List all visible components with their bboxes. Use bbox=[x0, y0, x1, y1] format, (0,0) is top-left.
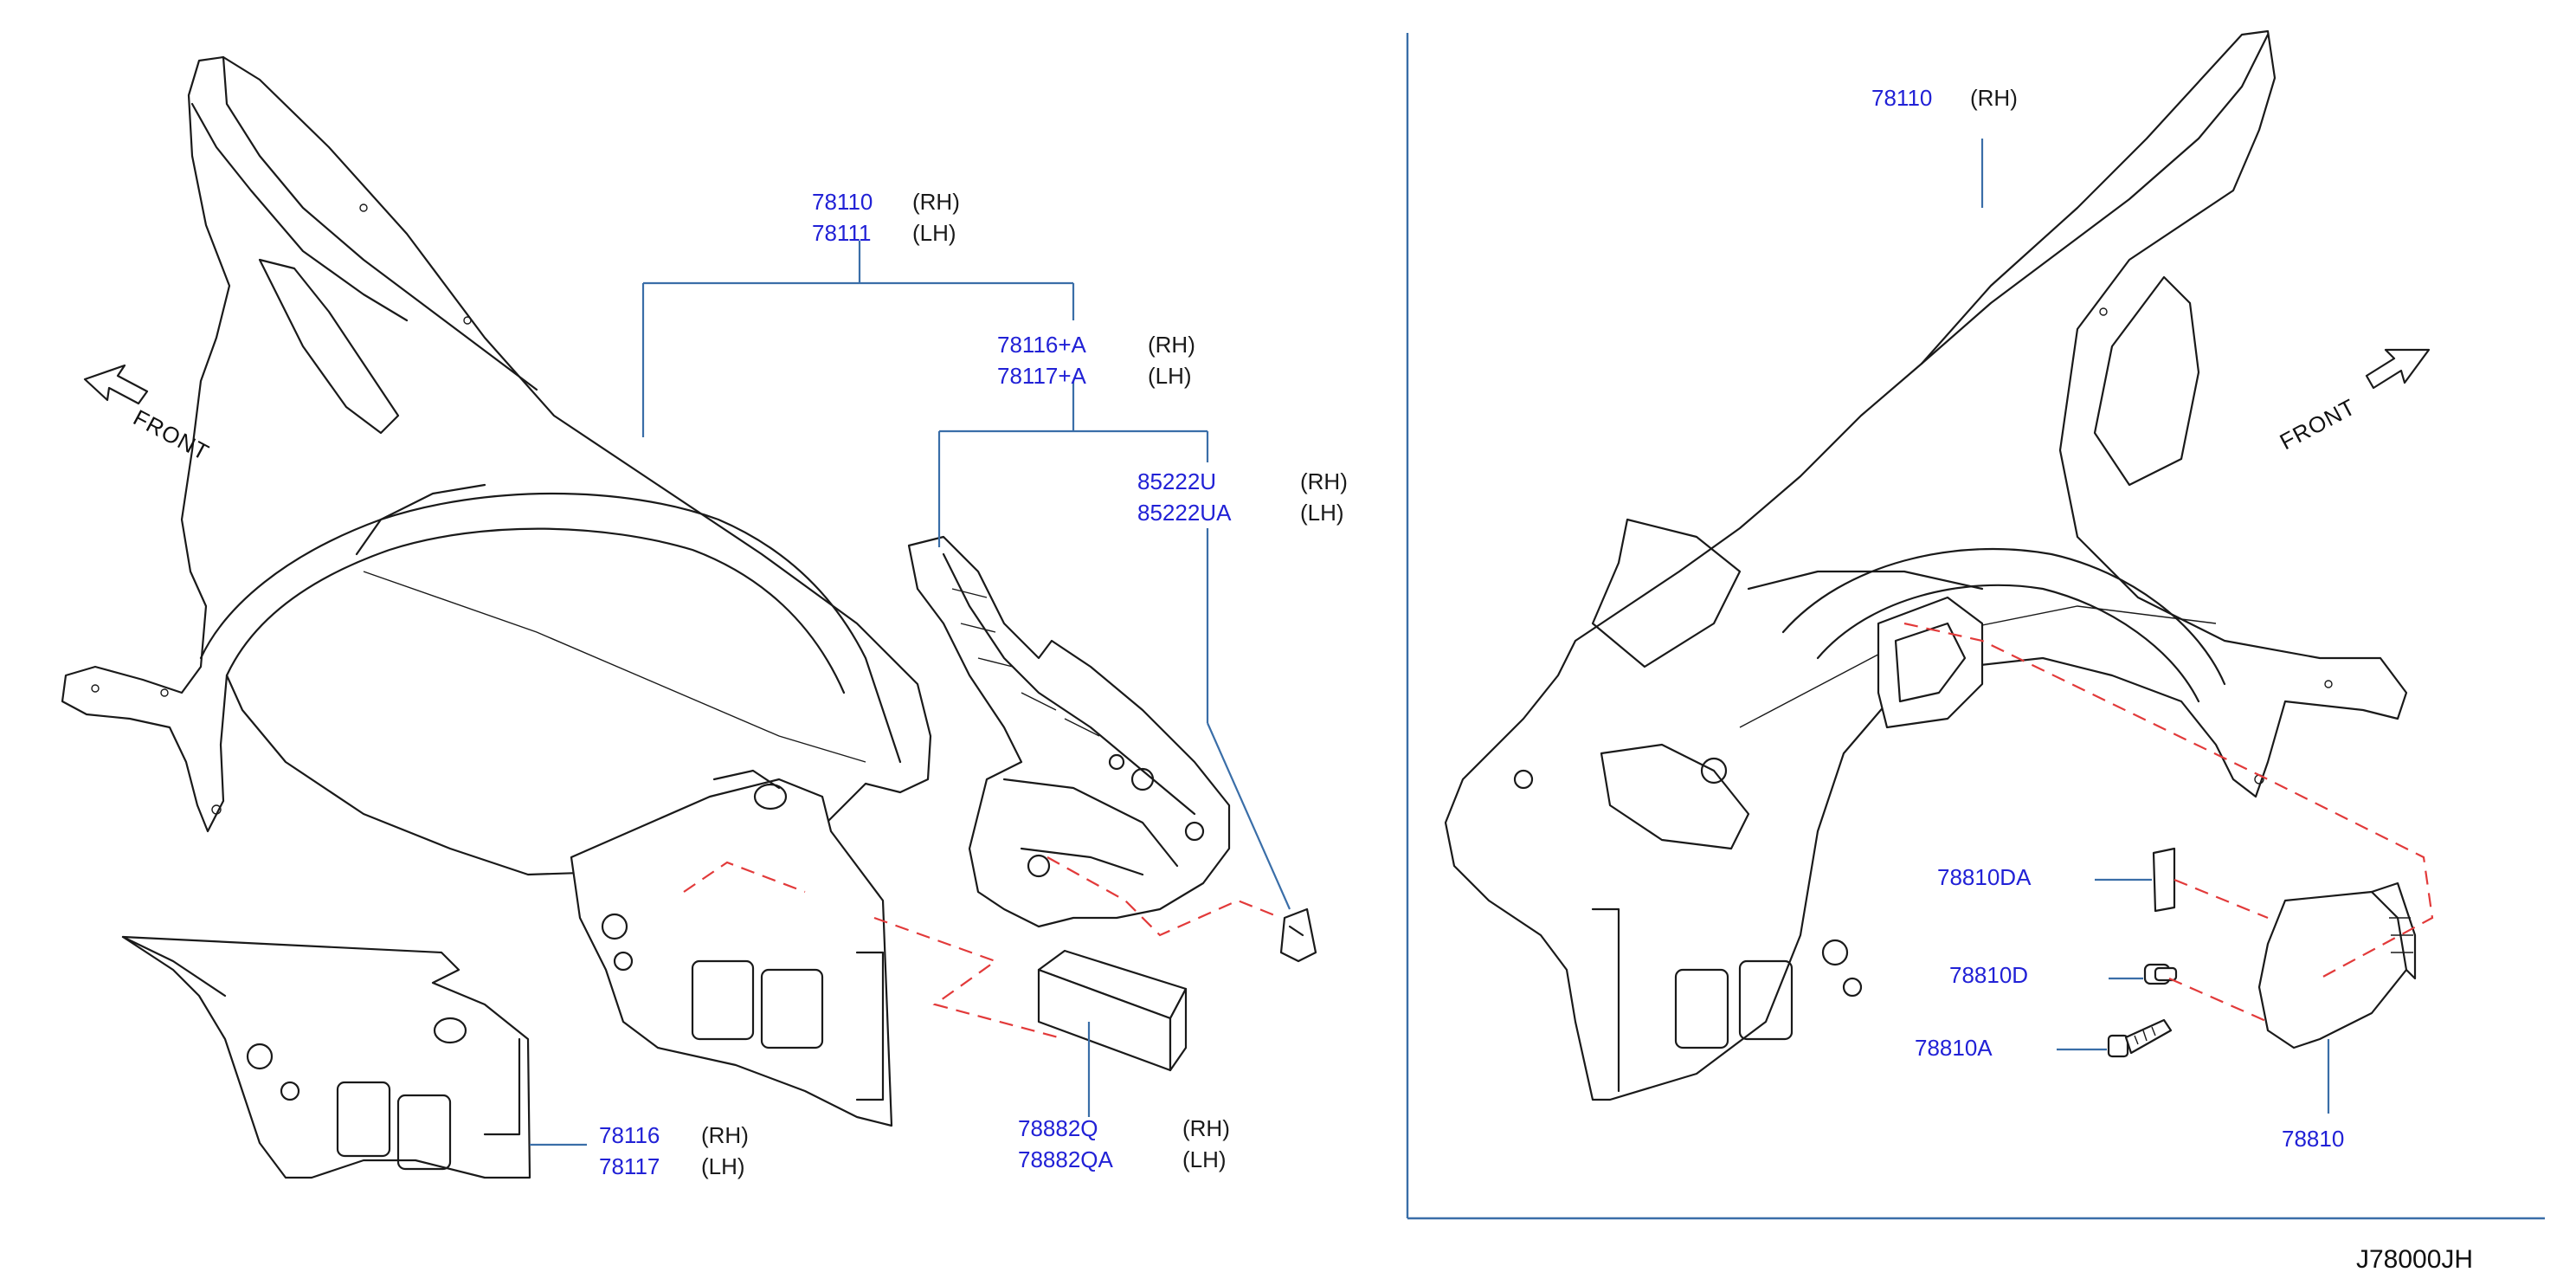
filler-lid-part bbox=[2257, 881, 2417, 1049]
part-number-85222ua[interactable]: 85222UA bbox=[1137, 500, 1232, 526]
side-lh-85222ua: (LH) bbox=[1300, 500, 1344, 526]
right-view-frame bbox=[1406, 33, 2545, 1220]
part-number-85222u[interactable]: 85222U bbox=[1137, 468, 1216, 494]
rear-fender-right-view bbox=[1444, 29, 2408, 1101]
side-rh-78110: (RH) bbox=[912, 189, 960, 215]
right-view-dashed-guide bbox=[1903, 622, 2434, 1023]
filler-pocket-right bbox=[1877, 596, 1984, 729]
part-number-78116[interactable]: 78116 bbox=[599, 1122, 660, 1148]
part-number-78810a[interactable]: 78810A bbox=[1915, 1035, 1993, 1061]
wheel-house-extension-left bbox=[907, 535, 1231, 928]
right-view-leaders bbox=[1980, 139, 2330, 1114]
filler-lid-screw-part bbox=[2107, 1018, 2173, 1058]
part-number-78110-right[interactable]: 78110 bbox=[1871, 85, 1932, 111]
part-number-78111[interactable]: 78111 bbox=[812, 220, 871, 246]
diagram-code: J78000JH bbox=[2356, 1245, 2473, 1274]
side-lh-78117: (LH) bbox=[701, 1153, 745, 1179]
left-view-leaders bbox=[530, 241, 1291, 1146]
rear-panel-left-view bbox=[570, 769, 893, 1127]
side-rh-78110-right: (RH) bbox=[1970, 85, 2018, 111]
insulator-block-left bbox=[1037, 949, 1188, 1072]
part-number-78810[interactable]: 78810 bbox=[2282, 1126, 2344, 1152]
rear-fender-left-view bbox=[61, 55, 932, 876]
part-number-78882q[interactable]: 78882Q bbox=[1018, 1115, 1098, 1141]
part-number-78110[interactable]: 78110 bbox=[812, 189, 873, 215]
left-view-dashed-guide bbox=[683, 856, 1282, 1041]
part-number-78882qa[interactable]: 78882QA bbox=[1018, 1146, 1114, 1172]
part-number-78810da[interactable]: 78810DA bbox=[1937, 864, 2032, 890]
clip-part-left bbox=[1279, 907, 1317, 963]
part-number-78116a[interactable]: 78116+A bbox=[997, 332, 1087, 358]
side-lh-78111: (LH) bbox=[912, 220, 956, 246]
side-lh-78882qa: (LH) bbox=[1182, 1146, 1227, 1172]
front-label-right: FRONT bbox=[2276, 393, 2360, 455]
inner-panel-separate-left bbox=[121, 935, 531, 1179]
front-arrow-right: FRONT bbox=[2276, 348, 2431, 455]
filler-lid-bumper-part bbox=[2143, 963, 2178, 985]
part-number-78810d[interactable]: 78810D bbox=[1949, 962, 2028, 988]
side-rh-85222u: (RH) bbox=[1300, 468, 1348, 494]
part-number-78117a[interactable]: 78117+A bbox=[997, 363, 1087, 389]
side-lh-78117a: (LH) bbox=[1148, 363, 1192, 389]
front-arrow-left: FRONT bbox=[83, 364, 214, 466]
side-rh-78882q: (RH) bbox=[1182, 1115, 1230, 1141]
side-rh-78116: (RH) bbox=[701, 1122, 749, 1148]
filler-lid-pad-part bbox=[2152, 847, 2176, 913]
side-rh-78116a: (RH) bbox=[1148, 332, 1195, 358]
part-number-78117[interactable]: 78117 bbox=[599, 1153, 660, 1179]
